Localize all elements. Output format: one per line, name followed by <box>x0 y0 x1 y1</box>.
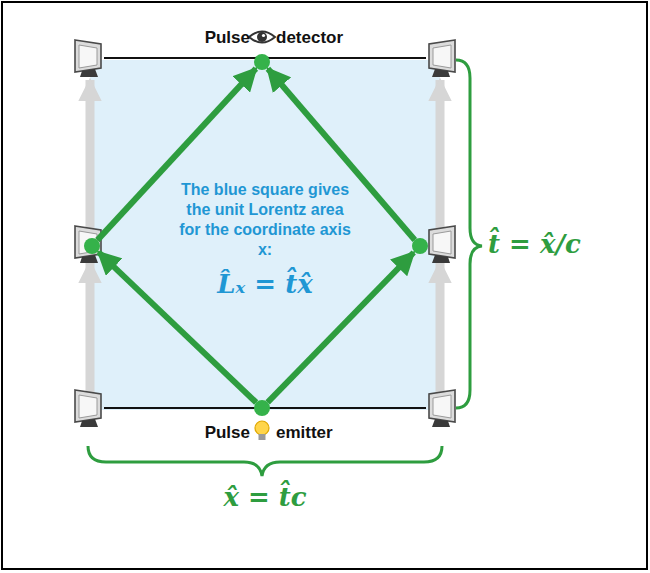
mirror-icon <box>429 226 455 263</box>
emitter-label: emitter <box>276 423 333 443</box>
light-ray <box>99 252 257 402</box>
space-formula: x̂ = t̂c <box>223 482 306 513</box>
detector-label: detector <box>276 28 343 48</box>
pulse-dot <box>84 238 100 254</box>
time-bracket <box>456 60 482 408</box>
bulb-glass <box>255 421 269 435</box>
eye-icon <box>249 32 275 43</box>
pulse-dot <box>254 54 270 70</box>
mirror-icon <box>75 226 101 263</box>
eye-outline <box>249 32 275 43</box>
pulse-dot <box>412 238 428 254</box>
light-ray <box>268 69 415 240</box>
travel-arrows <box>90 80 440 395</box>
motion-arrow <box>86 80 95 228</box>
mirror-icon <box>429 390 455 427</box>
light-ray <box>97 69 256 241</box>
mirror-icon <box>75 40 101 77</box>
eye-glint <box>262 34 265 37</box>
space-bracket <box>88 446 442 476</box>
motion-arrow <box>86 262 95 395</box>
mirrors <box>75 40 455 427</box>
lorentz-area-square: The blue square gives the unit Lorentz a… <box>90 60 440 410</box>
bulb-base <box>259 434 266 440</box>
light-ray <box>268 253 414 403</box>
mirror-icon <box>75 390 101 427</box>
pulse-word: Pulse <box>205 28 250 48</box>
light-path <box>84 54 428 416</box>
motion-arrow <box>436 262 445 395</box>
time-formula: t̂ = x̂/c <box>488 229 581 260</box>
pulse-word: Pulse <box>205 423 250 443</box>
area-formula: L̂ₓ = t̂x̂ <box>90 268 440 300</box>
mirror-icon <box>429 40 455 77</box>
pulse-dot <box>254 400 270 416</box>
motion-arrow <box>436 80 445 228</box>
eye-pupil <box>257 32 267 42</box>
bulb-icon <box>255 421 269 440</box>
area-caption: The blue square gives the unit Lorentz a… <box>175 180 355 260</box>
